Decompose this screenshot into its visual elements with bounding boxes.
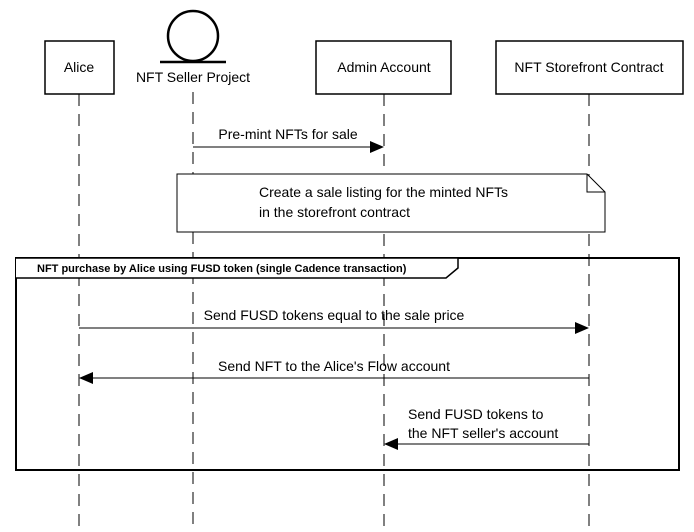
message-send-fusd-label: Send FUSD tokens equal to the sale price xyxy=(204,307,465,323)
participant-alice-label: Alice xyxy=(64,59,95,75)
note-line-1: Create a sale listing for the minted NFT… xyxy=(259,184,508,200)
frame-label: NFT purchase by Alice using FUSD token (… xyxy=(37,263,407,275)
message-send-nft-label: Send NFT to the Alice's Flow account xyxy=(218,358,450,374)
participant-admin-label: Admin Account xyxy=(337,59,430,75)
message-send-nft: Send NFT to the Alice's Flow account xyxy=(79,358,589,384)
participant-alice: Alice xyxy=(44,40,115,95)
message-premint: Pre-mint NFTs for sale xyxy=(193,126,384,153)
participant-storefront: NFT Storefront Contract xyxy=(495,40,684,95)
message-send-fusd-seller-line-2: the NFT seller's account xyxy=(408,425,558,441)
message-premint-label: Pre-mint NFTs for sale xyxy=(218,126,357,142)
participant-seller-label: NFT Seller Project xyxy=(136,69,250,85)
participant-storefront-label: NFT Storefront Contract xyxy=(514,59,663,75)
entity-icon xyxy=(166,9,220,63)
transaction-frame: NFT purchase by Alice using FUSD token (… xyxy=(15,257,680,471)
message-send-fusd-seller: Send FUSD tokens to the NFT seller's acc… xyxy=(384,406,589,450)
note-line-2: in the storefront contract xyxy=(259,204,410,220)
participant-admin: Admin Account xyxy=(315,40,452,95)
note-sale-listing: Create a sale listing for the minted NFT… xyxy=(176,173,606,233)
message-send-fusd-seller-line-1: Send FUSD tokens to xyxy=(408,406,544,422)
message-send-fusd: Send FUSD tokens equal to the sale price xyxy=(79,307,589,334)
participant-seller: NFT Seller Project xyxy=(136,9,250,85)
